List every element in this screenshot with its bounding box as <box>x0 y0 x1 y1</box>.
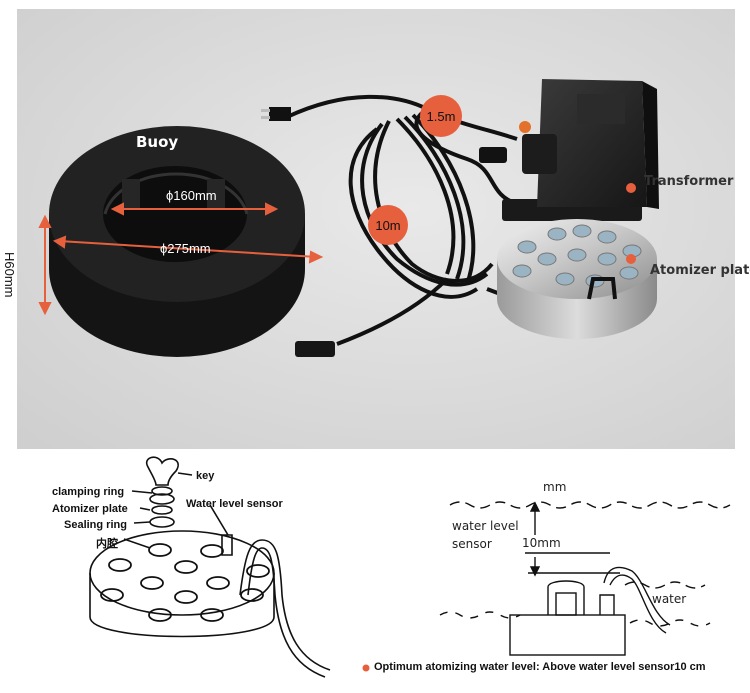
installation-diagram: key clamping ring Atomizer plate Sealing… <box>0 455 750 688</box>
sealing-ring-label: Sealing ring <box>64 519 127 531</box>
transformer-label: Transformer <box>644 174 734 189</box>
buoy-label: Buoy <box>136 133 179 151</box>
water-label: water <box>652 592 687 606</box>
inner-cavity-label: 内腔 <box>96 538 118 550</box>
note-bullet <box>362 664 370 672</box>
atomizer-plate-label: Atomizer plate <box>650 263 750 278</box>
connector <box>295 341 335 357</box>
ten-mm-label: 10mm <box>522 536 561 550</box>
cables <box>286 94 608 346</box>
inner-diameter-label: ϕ160mm <box>166 188 217 203</box>
transformer-dot <box>626 183 636 193</box>
water-level-sensor-right-label: water level sensor <box>452 519 519 551</box>
cable-badge-long-text: 10m <box>375 217 401 233</box>
clamping-ring-label: clamping ring <box>52 486 125 498</box>
dimension-arrows <box>38 202 324 316</box>
atomizer-plate-image <box>497 219 657 339</box>
cable-badge-short: 1.5m <box>420 95 462 137</box>
height-label: H60mm <box>2 252 17 298</box>
buoy-ring <box>49 126 305 357</box>
optimum-water-level-note: Optimum atomizing water level: Above wat… <box>374 661 706 673</box>
atomizer-dot <box>626 254 636 264</box>
diagram-drawing <box>89 456 731 678</box>
product-photo-drawing <box>17 9 735 449</box>
cable-badge-short-text: 1.5m <box>426 108 456 124</box>
plug <box>261 107 291 121</box>
mm-label: mm <box>543 480 567 494</box>
atomizer-plate-diagram-label: Atomizer plate <box>52 503 128 515</box>
transformer-box <box>479 79 659 221</box>
height-label-text: H60mm <box>2 252 17 298</box>
water-level-sensor-left-label: Water level sensor <box>186 498 283 510</box>
cable-badge-long: 10m <box>368 205 408 245</box>
outer-diameter-label: ϕ275mm <box>160 241 211 256</box>
product-photo <box>17 9 735 449</box>
key-label: key <box>196 470 215 482</box>
